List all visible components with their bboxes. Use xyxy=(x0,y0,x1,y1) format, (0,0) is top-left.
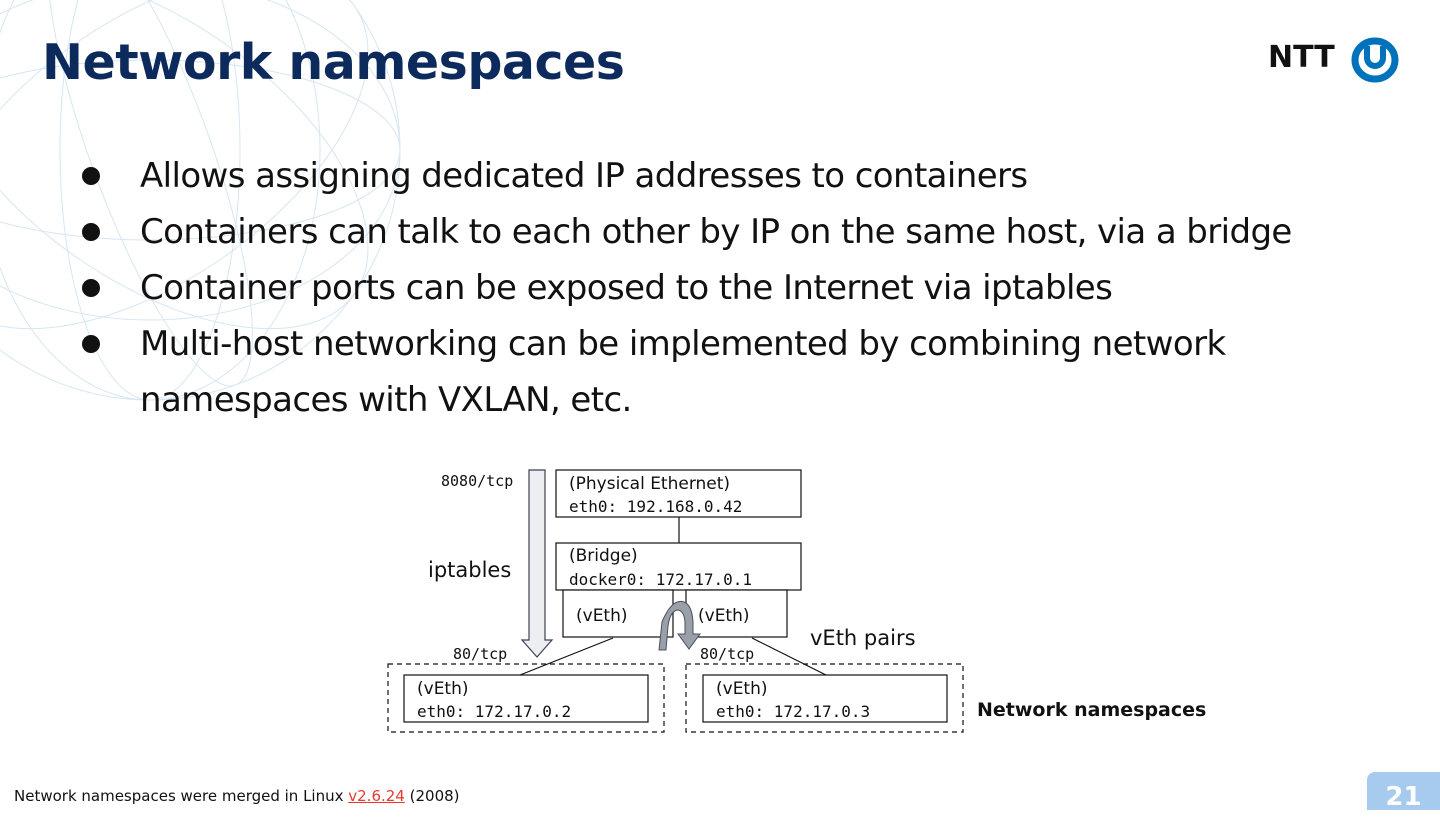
logo-text: NTT xyxy=(1268,40,1335,75)
ns-right-kind: (vEth) xyxy=(716,679,768,699)
veth-pair-arrow-icon xyxy=(658,600,701,651)
ntt-logo-icon xyxy=(1351,37,1399,83)
namespaces-label: Network namespaces xyxy=(977,699,1206,721)
bridge-addr: docker0: 172.17.0.1 xyxy=(569,570,752,589)
port-outer-label: 8080/tcp xyxy=(441,472,513,490)
bullet-dot-icon xyxy=(82,335,100,353)
iptables-label: iptables xyxy=(428,558,511,582)
bridge-kind: (Bridge) xyxy=(569,546,638,566)
physical-kind: (Physical Ethernet) xyxy=(569,474,730,494)
bullet-item: Container ports can be exposed to the In… xyxy=(80,260,1410,316)
page-number-badge: 21 xyxy=(1367,772,1440,812)
veth-left-box xyxy=(562,589,674,638)
bullet-dot-icon xyxy=(82,223,100,241)
veth-right-link xyxy=(751,637,827,676)
veth-left-label: (vEth) xyxy=(576,606,628,626)
physical-addr: eth0: 192.168.0.42 xyxy=(569,497,742,516)
namespace-left-border xyxy=(387,663,665,733)
iptables-arrow-icon xyxy=(520,469,554,658)
namespace-right-border xyxy=(685,663,964,733)
bullet-item: Allows assigning dedicated IP addresses … xyxy=(80,148,1410,204)
veth-left-link xyxy=(519,637,614,676)
bridge-box xyxy=(555,542,802,591)
bullet-list: Allows assigning dedicated IP addresses … xyxy=(80,148,1410,428)
linux-version-link[interactable]: v2.6.24 xyxy=(348,787,405,805)
bullet-item: Multi-host networking can be implemented… xyxy=(80,316,1410,428)
physical-ethernet-box xyxy=(555,469,802,518)
bullet-item: Containers can talk to each other by IP … xyxy=(80,204,1410,260)
port-inner-right-label: 80/tcp xyxy=(700,645,754,663)
namespace-left-box xyxy=(403,674,649,723)
bullet-dot-icon xyxy=(82,167,100,185)
veth-right-label: (vEth) xyxy=(698,606,750,626)
ns-left-addr: eth0: 172.17.0.2 xyxy=(417,702,571,721)
port-inner-left-label: 80/tcp xyxy=(453,645,507,663)
globe-background xyxy=(0,0,401,401)
ns-right-addr: eth0: 172.17.0.3 xyxy=(716,702,870,721)
slide-title: Network namespaces xyxy=(42,34,625,91)
namespace-right-box xyxy=(702,674,948,723)
veth-pairs-label: vEth pairs xyxy=(810,626,916,650)
ns-left-kind: (vEth) xyxy=(417,679,469,699)
bullet-dot-icon xyxy=(82,279,100,297)
footnote: Network namespaces were merged in Linux … xyxy=(14,787,460,805)
